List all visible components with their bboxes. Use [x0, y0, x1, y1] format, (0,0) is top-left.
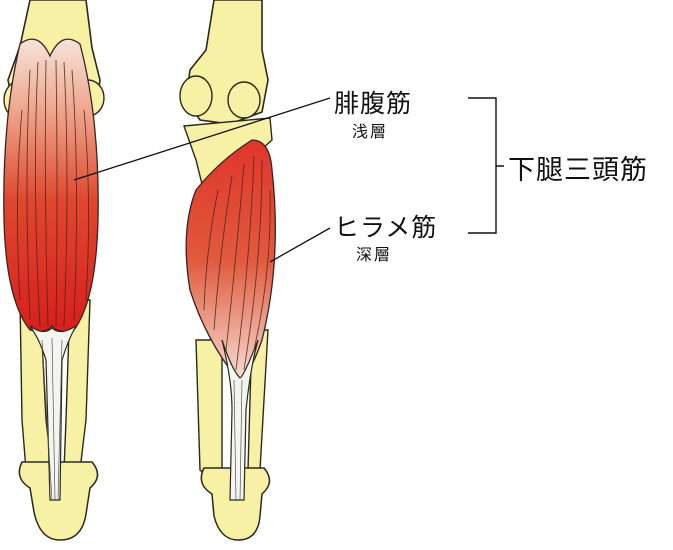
- right-achilles-tendon: [221, 339, 259, 501]
- right-tendon-lines: [233, 379, 243, 501]
- right-tibia: [195, 339, 223, 481]
- triceps-surae-label: 下腿三頭筋: [508, 155, 648, 186]
- left-muscle-fibers: [16, 59, 90, 327]
- right-knee-condyle: [227, 81, 261, 119]
- left-tendon-lines: [41, 337, 63, 501]
- gastrocnemius-label: 腓腹筋: [334, 89, 413, 118]
- left-leg: [3, 0, 105, 541]
- left-heel-bone: [18, 461, 99, 541]
- right-muscle-fibers: [203, 155, 271, 371]
- right-heel-bone: [200, 467, 271, 541]
- soleus-layer-label: 深層: [356, 245, 393, 264]
- leader-line-gastrocnemius: [73, 97, 331, 181]
- gastrocnemius-layer-label: 浅層: [352, 122, 389, 141]
- group-bracket: [468, 97, 504, 234]
- leader-line-soleus: [269, 227, 331, 263]
- soleus-label: ヒラメ筋: [334, 213, 438, 242]
- right-knee-condyle: [179, 75, 213, 117]
- right-leg: [179, 0, 276, 541]
